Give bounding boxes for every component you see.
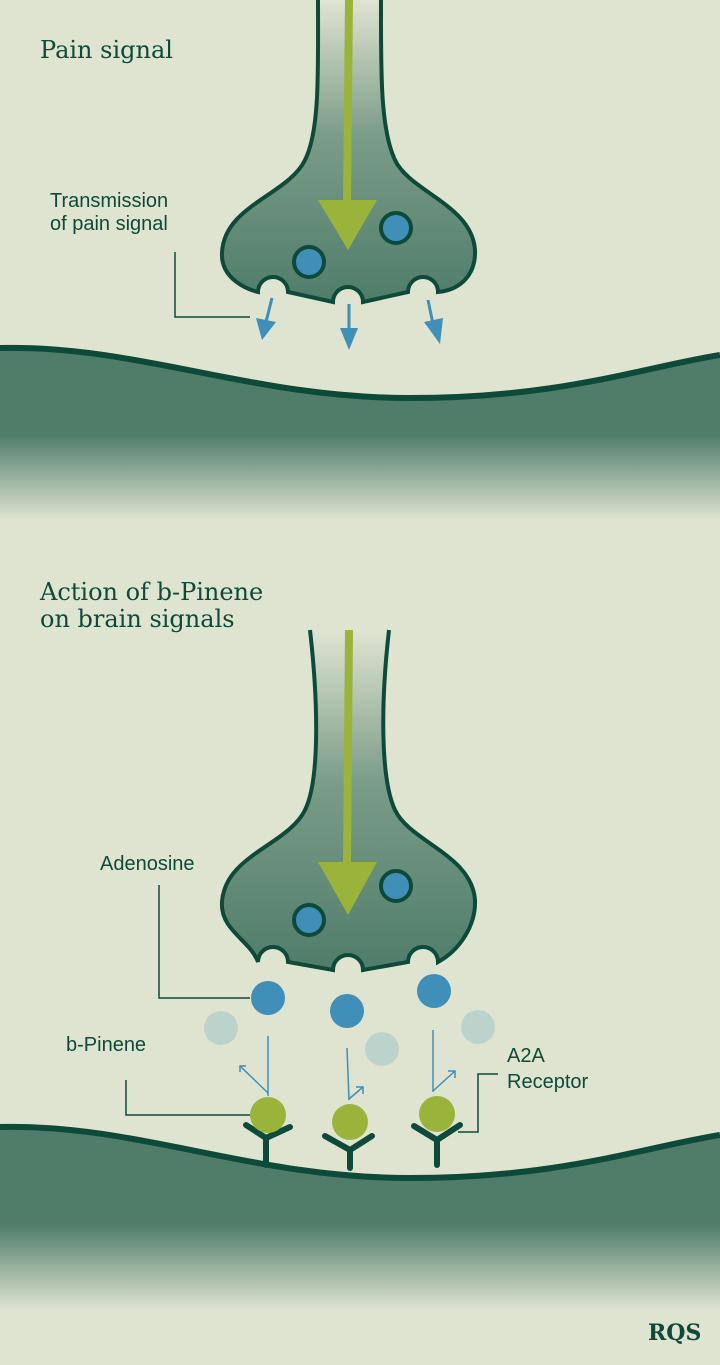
- signal-arrow: [318, 0, 377, 250]
- a2a-receptor: [322, 1104, 375, 1171]
- displacement-arrows: [239, 1030, 456, 1101]
- panel-title: Pain signal: [40, 36, 173, 64]
- adenosine-label: Adenosine: [100, 853, 195, 875]
- postsynaptic-membrane: [0, 344, 720, 520]
- faded-molecule: [204, 1011, 238, 1045]
- vesicle: [292, 245, 326, 279]
- postsynaptic-membrane: [0, 1123, 720, 1310]
- transmission-leader-line: [174, 252, 250, 318]
- vesicle: [292, 903, 326, 937]
- panel-title: Action of b-Pinene on brain signals: [39, 578, 271, 633]
- a2a-receptor-label: A2A Receptor: [507, 1045, 588, 1093]
- a2a-receptor-leader-line: [458, 1073, 498, 1133]
- signal-arrow: [318, 629, 377, 915]
- adenosine-molecule: [417, 974, 451, 1008]
- transmission-label: Transmission of pain signal: [50, 190, 174, 235]
- vesicle: [379, 211, 413, 245]
- pain-signal-panel: Pain signal Transmi: [0, 0, 720, 520]
- a2a-receptor: [411, 1096, 463, 1168]
- rqs-logo: RQS: [648, 1320, 701, 1346]
- b-pinene-leader-line: [125, 1080, 250, 1116]
- adenosine-molecule: [251, 981, 285, 1015]
- a2a-receptor: [243, 1097, 293, 1168]
- adenosine-leader-line: [158, 885, 250, 999]
- vesicle: [379, 869, 413, 903]
- faded-molecule: [365, 1032, 399, 1066]
- release-arrows: [256, 297, 443, 350]
- b-pinene-panel: Action of b-Pinene on brain signals: [0, 578, 720, 1310]
- b-pinene-label: b-Pinene: [66, 1034, 146, 1056]
- faded-molecule: [461, 1010, 495, 1044]
- adenosine-molecule: [330, 994, 364, 1028]
- b-pinene-molecule: [419, 1096, 455, 1132]
- b-pinene-molecule: [332, 1104, 368, 1140]
- b-pinene-molecule: [250, 1097, 286, 1133]
